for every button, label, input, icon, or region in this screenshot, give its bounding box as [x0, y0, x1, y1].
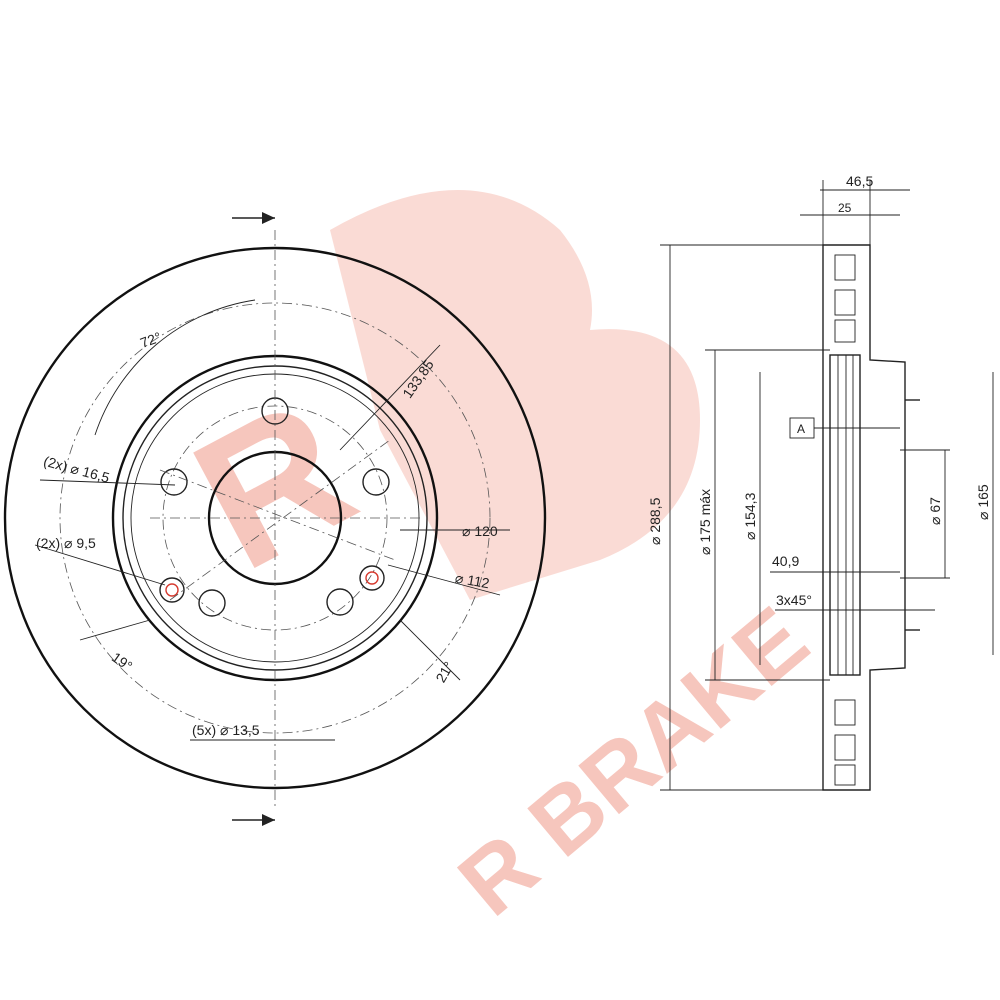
- section-arrow-bottom: [262, 814, 275, 826]
- dim-chamfer: 3x45°: [776, 592, 812, 608]
- dim-total-width: 46,5: [846, 173, 873, 189]
- watermark-logo-letter: R: [163, 359, 384, 611]
- small-hole: [359, 565, 385, 591]
- vent-band: [829, 354, 861, 676]
- dim-offset: 40,9: [772, 553, 799, 569]
- disc-section-outline: [822, 244, 906, 791]
- dim-max-diameter: ⌀ 175 máx: [697, 489, 713, 555]
- dim-bolt-holes: (5x) ⌀ 13,5: [192, 722, 260, 738]
- bolt-hole: [326, 588, 354, 616]
- bolt-hole: [198, 589, 226, 617]
- vent-slots: [834, 254, 856, 786]
- angle-arc-72: [94, 299, 256, 436]
- small-hole: [159, 577, 185, 603]
- friction-ring-circle: [59, 302, 491, 734]
- leader-112: [387, 564, 501, 596]
- angle-arc-19: [79, 619, 151, 641]
- bolt-hole: [160, 468, 188, 496]
- diagonal-centerline: [169, 439, 391, 601]
- dim-120: ⌀ 120: [462, 523, 498, 539]
- dim-hat-diameter: ⌀ 165: [975, 484, 991, 520]
- dim-inner-diameter: ⌀ 154,3: [742, 492, 758, 540]
- datum-label: A: [797, 422, 805, 436]
- dim-112: ⌀ 112: [454, 570, 491, 592]
- disc-outer-edge: [3, 246, 547, 790]
- small-hole-marker: [365, 571, 379, 585]
- leader-small-holes: [34, 544, 166, 586]
- angle-top-label: 72°: [138, 329, 163, 351]
- leader-vent-holes: [39, 479, 176, 486]
- angle-right-label: 21°: [432, 659, 456, 685]
- angle-left-label: 19°: [109, 649, 136, 674]
- dim-small-holes: (2x) ⌀ 9,5: [36, 535, 96, 551]
- side-view: 46,5 25 ⌀ 288,5 ⌀ 175 máx ⌀ 154,3 A 40,9…: [647, 173, 994, 791]
- watermark-brand-text: R BRAKE: [440, 588, 827, 936]
- small-hole-marker: [165, 583, 179, 597]
- dim-outer-diameter: ⌀ 288,5: [647, 497, 663, 545]
- angle-arc-21: [399, 619, 461, 681]
- dim-center-bore: ⌀ 67: [927, 497, 943, 525]
- diagonal-centerline: [159, 469, 396, 561]
- leader-133-85: [339, 344, 441, 451]
- section-arrow-top: [262, 212, 275, 224]
- bolt-hole: [362, 468, 390, 496]
- dim-disc-thickness: 25: [838, 201, 852, 215]
